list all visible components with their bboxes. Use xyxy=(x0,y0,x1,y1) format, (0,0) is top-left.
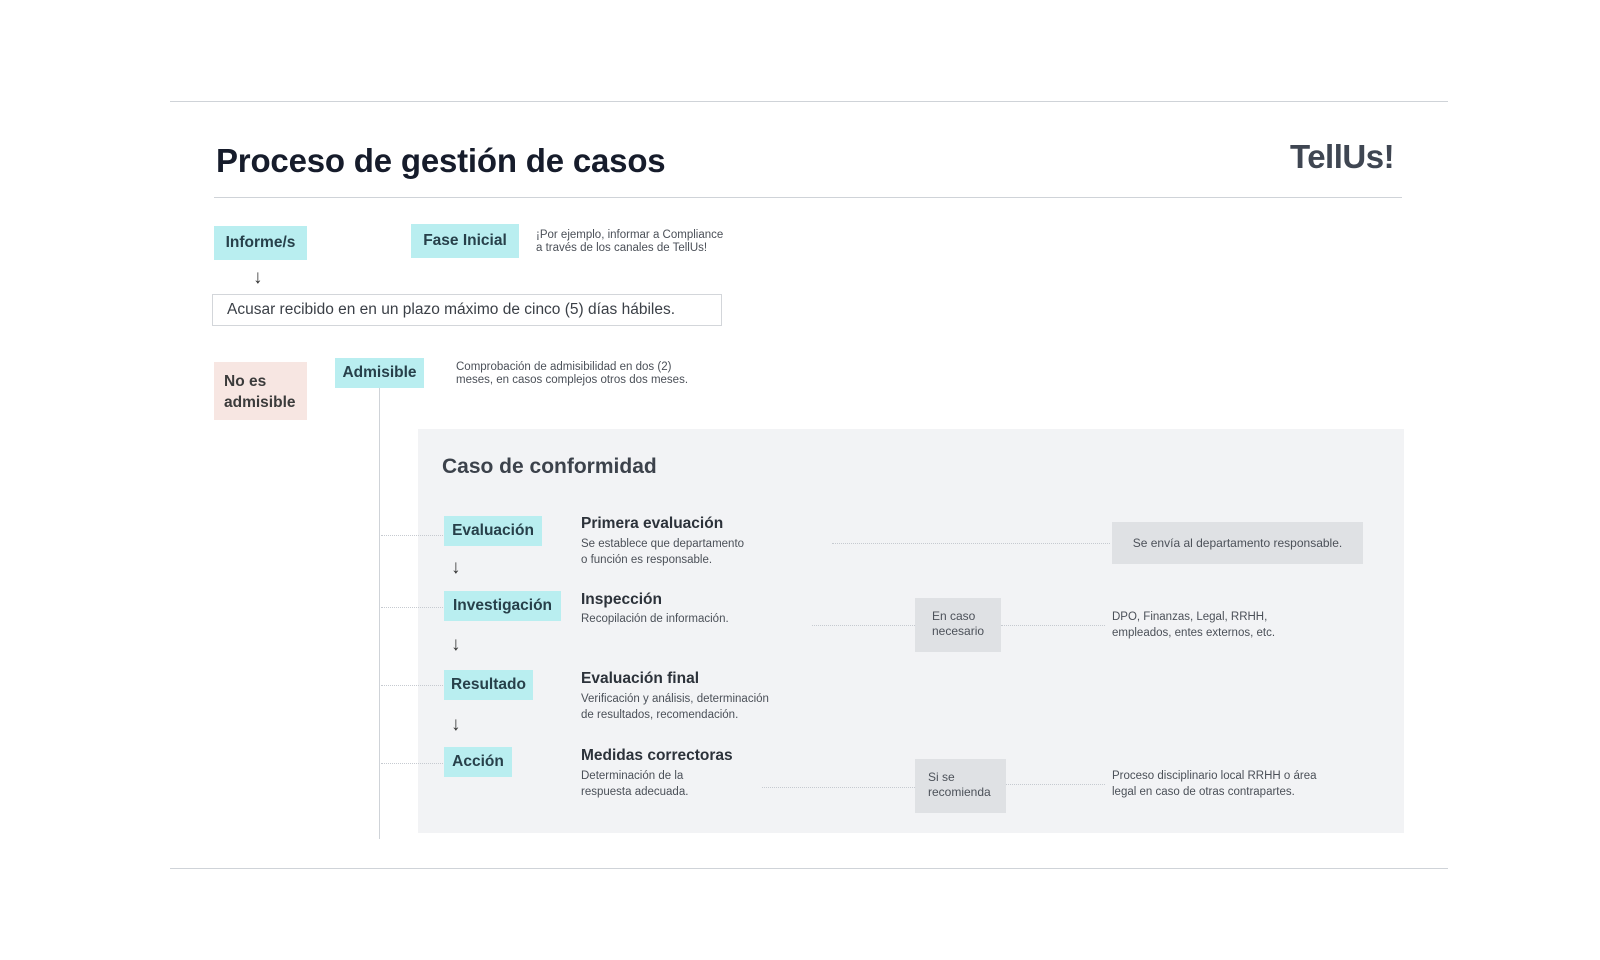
not-admissible-line-2: admisible xyxy=(224,394,296,411)
not-admissible-tag: No es admisible xyxy=(214,362,307,420)
connector-evaluation-to-department xyxy=(832,543,1110,544)
connector-if-needed-to-parties xyxy=(1001,625,1105,626)
disciplinary-process-line-2: legal en caso de otras contrapartes. xyxy=(1112,785,1295,798)
if-needed-line-2: necesario xyxy=(932,624,985,638)
disciplinary-process-line-1: Proceso disciplinario local RRHH o área xyxy=(1112,770,1317,782)
brand-logo: TellUs! xyxy=(1290,138,1395,175)
stage-desc-line: o función es responsable. xyxy=(581,553,713,566)
connector-action-to-if-recommended xyxy=(762,787,915,788)
stage-title-final-evaluation: Evaluación final xyxy=(581,670,700,687)
admissibility-note: Comprobación de admisibilidad en dos (2)… xyxy=(456,361,688,387)
stage-title-corrective-measures: Medidas correctoras xyxy=(581,747,733,764)
if-needed-line-1: En caso xyxy=(932,609,976,623)
page-title: Proceso de gestión de casos xyxy=(216,142,666,179)
compliance-case-panel xyxy=(418,429,1404,833)
stage-down-arrow-icon: ↓ xyxy=(451,634,461,655)
stage-title-first-evaluation: Primera evaluación xyxy=(581,515,724,532)
initial-phase-tag: Fase Inicial xyxy=(411,224,519,258)
stage-desc-line: de resultados, recomendación. xyxy=(581,708,739,721)
if-recommended-box: Si se recomienda xyxy=(915,759,1006,813)
panel-title: Caso de conformidad xyxy=(442,455,657,478)
send-to-department-box: Se envía al departamento responsable. xyxy=(1112,522,1363,564)
connector-evaluation xyxy=(381,535,443,536)
title-rule xyxy=(214,197,1402,198)
stage-desc-line: Recopilación de información. xyxy=(581,613,729,625)
stage-tag-evaluation: Evaluación xyxy=(444,516,542,546)
connector-inspection-to-if-needed xyxy=(812,625,915,626)
if-recommended-line-1: Si se xyxy=(928,770,955,784)
stage-tag-investigation: Investigación xyxy=(444,591,561,621)
acknowledge-box: Acusar recibido en en un plazo máximo de… xyxy=(212,294,722,326)
connector-investigation xyxy=(381,607,443,608)
stage-desc-corrective-measures: Determinación de la respuesta adecuada. xyxy=(581,769,688,800)
admissibility-note-line-2: meses, en casos complejos otros dos mese… xyxy=(456,374,689,386)
initial-phase-note-line-1: ¡Por ejemplo, informar a Compliance xyxy=(536,229,724,241)
stage-desc-line: Se establece que departamento xyxy=(581,538,745,550)
inspection-parties-line-2: empleados, entes externos, etc. xyxy=(1112,626,1276,639)
inspection-parties-line-1: DPO, Finanzas, Legal, RRHH, xyxy=(1112,611,1268,623)
initial-phase-note-line-2: a través de los canales de TellUs! xyxy=(536,242,708,254)
disciplinary-process-note: Proceso disciplinario local RRHH o área … xyxy=(1112,769,1317,800)
connector-result xyxy=(381,685,443,686)
connector-if-recommended-to-process xyxy=(1006,784,1105,785)
stage-desc-line: Verificación y análisis, determinación xyxy=(581,693,769,705)
stage-desc-first-evaluation: Se establece que departamento o función … xyxy=(581,537,744,568)
not-admissible-line-1: No es xyxy=(224,373,267,390)
initial-phase-note: ¡Por ejemplo, informar a Compliance a tr… xyxy=(536,229,723,255)
stage-down-arrow-icon: ↓ xyxy=(451,557,461,578)
report-down-arrow-icon: ↓ xyxy=(253,267,263,288)
admissible-connector-line xyxy=(379,388,380,839)
stage-desc-inspection: Recopilación de información. xyxy=(581,612,729,628)
report-tag: Informe/s xyxy=(214,226,307,260)
stage-title-inspection: Inspección xyxy=(581,591,662,608)
admissible-tag: Admisible xyxy=(335,358,424,388)
stage-tag-action: Acción xyxy=(444,747,512,777)
admissibility-note-line-1: Comprobación de admisibilidad en dos (2) xyxy=(456,361,672,373)
connector-action xyxy=(381,763,443,764)
top-rule xyxy=(170,101,1448,102)
stage-desc-line: Determinación de la xyxy=(581,770,684,782)
if-recommended-line-2: recomienda xyxy=(928,785,991,799)
bottom-rule xyxy=(170,868,1448,869)
stage-down-arrow-icon: ↓ xyxy=(451,714,461,735)
stage-desc-line: respuesta adecuada. xyxy=(581,785,689,798)
if-needed-box: En caso necesario xyxy=(915,598,1001,652)
stage-tag-result: Resultado xyxy=(444,670,533,700)
inspection-parties-note: DPO, Finanzas, Legal, RRHH, empleados, e… xyxy=(1112,610,1275,641)
stage-desc-final-evaluation: Verificación y análisis, determinación d… xyxy=(581,692,769,723)
